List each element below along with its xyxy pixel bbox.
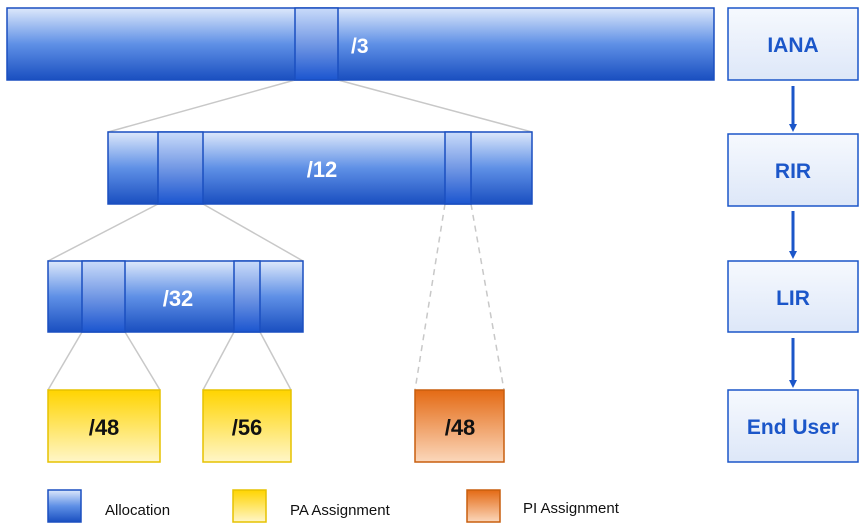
legend-swatch-allocation [47,489,82,523]
prefix-label-pa56: /56 [232,415,263,440]
hierarchy-label-rir: RIR [775,160,811,183]
allocation-bar-slash12: /12 [107,131,533,205]
legend: Allocation PA Assignment PI Assignment [47,489,620,523]
hierarchy-label-end-user: End User [747,416,839,439]
legend-label-pa: PA Assignment [290,502,391,519]
allocation-bar-slash3: /3 [6,7,715,81]
pa-assignment-box-56: /56 [202,389,292,463]
prefix-label-pa48: /48 [89,415,120,440]
hierarchy-box-rir [727,133,859,207]
registry-hierarchy: IANA RIR LIR End User [727,7,859,463]
allocation-slot [294,7,339,81]
prefix-label-pi48: /48 [445,415,476,440]
pi-slot [444,131,472,205]
allocation-slot [81,260,126,333]
pa-assignment-box-48: /48 [47,389,161,463]
hierarchy-box-iana [727,7,859,81]
connector-lines [47,79,533,391]
hierarchy-label-lir: LIR [776,287,810,310]
hierarchy-box-lir [727,260,859,333]
legend-swatch-pa [232,489,267,523]
legend-label-allocation: Allocation [105,502,170,519]
prefix-label-slash32: /32 [163,286,194,311]
prefix-label-slash3: /3 [351,35,369,58]
allocation-bar-slash32: /32 [47,260,304,333]
hierarchy-label-iana: IANA [767,34,818,57]
allocation-slot [233,260,261,333]
legend-swatch-pi [466,489,501,523]
allocation-slot [157,131,204,205]
pi-assignment-box-48: /48 [414,389,505,463]
hierarchy-box-end-user [727,389,859,463]
prefix-label-slash12: /12 [307,157,338,182]
legend-label-pi: PI Assignment [523,500,620,517]
